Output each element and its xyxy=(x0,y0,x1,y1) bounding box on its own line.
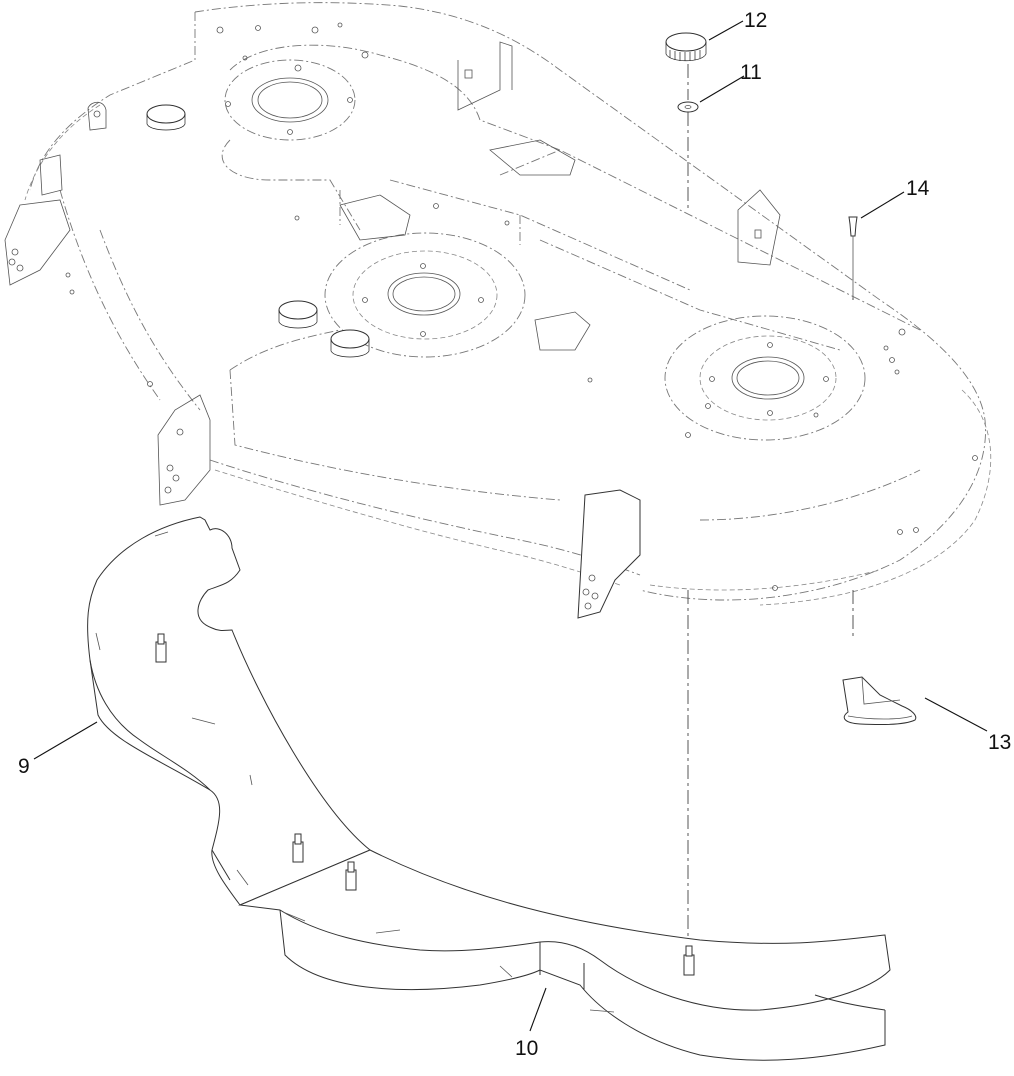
baffle-assembly xyxy=(87,516,891,1061)
callout-10: 10 xyxy=(515,1037,539,1060)
stud-icon xyxy=(345,861,357,891)
part-13-deflector xyxy=(842,676,917,725)
leader-lines xyxy=(33,20,988,1032)
part-12-knob xyxy=(665,32,707,62)
knob-icon xyxy=(278,300,318,329)
stud-icon xyxy=(155,633,167,663)
knob-icon xyxy=(330,329,370,358)
knob-icon xyxy=(146,104,186,131)
stud-icon xyxy=(683,945,695,976)
deck-knobs xyxy=(146,104,370,358)
part-14-screw xyxy=(848,216,858,300)
part-11-washer xyxy=(677,101,699,113)
mower-deck xyxy=(4,2,992,619)
stud-icon xyxy=(292,833,304,863)
callout-12: 12 xyxy=(744,9,768,32)
callout-11: 11 xyxy=(740,61,762,84)
callout-13: 13 xyxy=(988,731,1012,754)
callout-14: 14 xyxy=(906,177,930,200)
callout-9: 9 xyxy=(18,755,30,778)
